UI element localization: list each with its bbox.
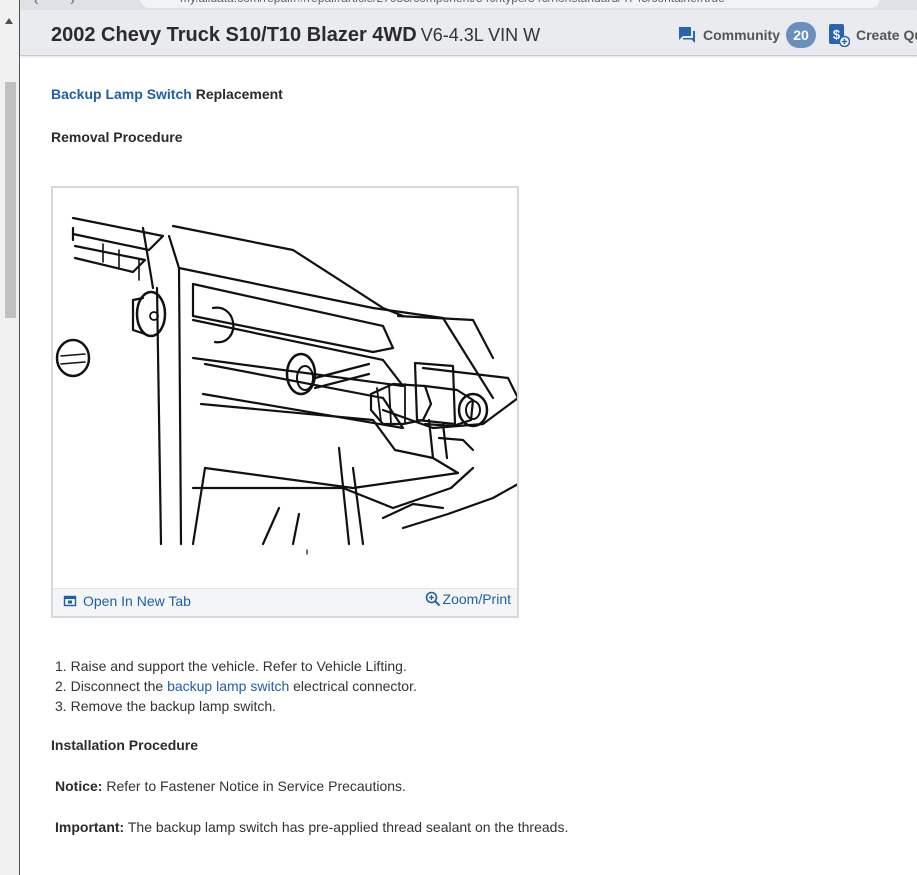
important-paragraph: Important: The backup lamp switch has pr… xyxy=(55,819,568,835)
removal-procedure-heading: Removal Procedure xyxy=(51,129,183,145)
dollar-document-icon: $ xyxy=(829,24,850,47)
step-text: Remove the backup lamp switch. xyxy=(66,698,277,714)
community-count-badge: 20 xyxy=(786,22,816,48)
vehicle-title: 2002 Chevy Truck S10/T10 Blazer 4WD xyxy=(51,24,417,46)
chat-bubble-icon xyxy=(679,27,695,43)
svg-text:$: $ xyxy=(833,27,841,42)
step-number: 3. xyxy=(55,698,67,714)
installation-procedure-heading: Installation Procedure xyxy=(51,737,199,753)
forward-icon[interactable]: › xyxy=(70,0,75,8)
backup-lamp-switch-inline-link[interactable]: backup lamp switch xyxy=(167,678,290,694)
create-quote-label: Create Qu xyxy=(856,27,917,43)
step-text: Raise and support the vehicle. Refer to … xyxy=(66,658,407,674)
transmission-line-drawing xyxy=(55,216,517,555)
article-title: Backup Lamp Switch Replacement xyxy=(51,86,891,102)
article-title-rest: Replacement xyxy=(191,86,283,102)
zoom-print-button[interactable]: Zoom/Print xyxy=(425,591,511,607)
open-in-new-tab-button[interactable]: Open In New Tab xyxy=(63,593,191,609)
notice-paragraph: Notice: Refer to Fastener Notice in Serv… xyxy=(55,778,406,794)
open-in-new-tab-label: Open In New Tab xyxy=(83,593,191,609)
removal-figure: Open In New Tab Zoom/Print xyxy=(51,186,519,618)
list-item: 2. Disconnect the backup lamp switch ele… xyxy=(55,676,417,696)
community-label: Community xyxy=(703,27,780,43)
scrollbar[interactable] xyxy=(0,0,20,875)
step-text-end: electrical connector. xyxy=(289,678,417,694)
figure-toolbar: Open In New Tab Zoom/Print xyxy=(53,588,517,616)
list-item: 1. Raise and support the vehicle. Refer … xyxy=(55,656,417,676)
step-number: 1. xyxy=(55,658,67,674)
open-tab-icon xyxy=(63,595,77,607)
address-bar[interactable]: my.alldata.com/repair/#/repair/article/2… xyxy=(140,0,880,8)
step-text: Disconnect the xyxy=(66,678,168,694)
zoom-print-label: Zoom/Print xyxy=(442,591,511,607)
browser-toolbar: ‹ › my.alldata.com/repair/#/repair/artic… xyxy=(20,0,917,10)
important-label: Important: xyxy=(55,819,125,835)
engine-subtitle: V6-4.3L VIN W xyxy=(420,25,541,45)
list-item: 3. Remove the backup lamp switch. xyxy=(55,696,417,716)
removal-steps: 1. Raise and support the vehicle. Refer … xyxy=(55,656,417,716)
notice-text: Refer to Fastener Notice in Service Prec… xyxy=(102,778,406,794)
backup-lamp-switch-link[interactable]: Backup Lamp Switch xyxy=(51,86,192,102)
create-quote-button[interactable]: $ Create Qu xyxy=(828,23,917,47)
zoom-icon xyxy=(425,591,440,607)
back-icon[interactable]: ‹ xyxy=(34,0,39,8)
scroll-thumb[interactable] xyxy=(5,82,16,318)
community-button[interactable]: Community 20 xyxy=(678,22,816,48)
step-number: 2. xyxy=(55,678,67,694)
scroll-up-arrow-icon[interactable] xyxy=(5,18,13,24)
important-text: The backup lamp switch has pre-applied t… xyxy=(124,819,569,835)
notice-label: Notice: xyxy=(55,778,103,794)
